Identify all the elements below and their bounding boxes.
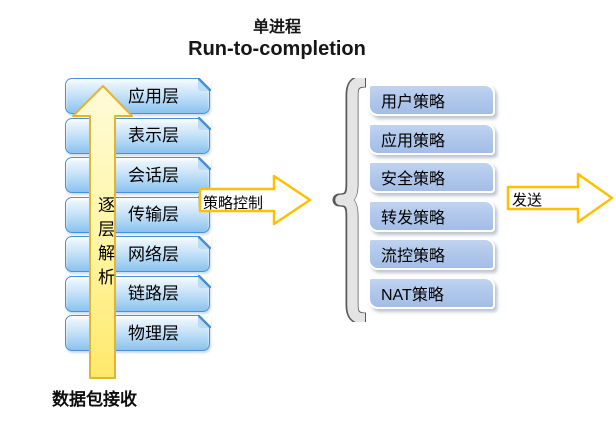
layer-label: 会话层: [128, 165, 179, 185]
up-arrow-label: 逐层解析: [95, 196, 114, 292]
policy-box-nat: NAT策略: [368, 276, 495, 309]
policy-box-security: 安全策略: [368, 161, 495, 193]
policy-stack: 用户策略 应用策略 安全策略 转发策略 流控策略 NAT策略: [368, 84, 495, 309]
title-line2: Run-to-completion: [188, 38, 366, 60]
send-arrow-shape: [506, 172, 614, 224]
send-arrow-icon: [506, 172, 614, 224]
policy-box-flow-control: 流控策略: [368, 238, 495, 270]
policy-label: NAT策略: [381, 286, 444, 304]
layer-label: 网络层: [128, 244, 179, 264]
layer-label: 链路层: [128, 284, 179, 303]
policy-label: 用户策略: [381, 94, 446, 111]
send-arrow-label: 发送: [512, 192, 543, 209]
policy-label: 流控策略: [381, 248, 446, 265]
policy-box-application: 应用策略: [368, 122, 495, 155]
policy-label: 应用策略: [381, 132, 446, 150]
receive-label: 数据包接收: [52, 390, 137, 409]
policy-control-arrow-shape: [198, 174, 312, 226]
policy-arrow-label: 策略控制: [203, 195, 264, 212]
diagram-title: 单进程 Run-to-completion: [157, 17, 397, 61]
policy-label: 转发策略: [381, 209, 446, 227]
upward-arrow-shape: [72, 85, 133, 379]
title-line1: 单进程: [252, 19, 301, 36]
policy-box-forwarding: 转发策略: [368, 199, 495, 232]
layer-label: 表示层: [128, 126, 179, 145]
layer-label: 物理层: [128, 323, 179, 343]
policy-control-arrow-icon: [198, 174, 312, 226]
layer-label: 传输层: [128, 205, 179, 224]
upward-arrow-icon: [72, 85, 133, 379]
grouping-brace-icon: [332, 78, 367, 322]
brace-fill-shape: [335, 78, 366, 322]
layer-label: 应用层: [128, 86, 179, 106]
policy-label: 安全策略: [381, 171, 446, 188]
policy-box-user: 用户策略: [368, 84, 495, 116]
